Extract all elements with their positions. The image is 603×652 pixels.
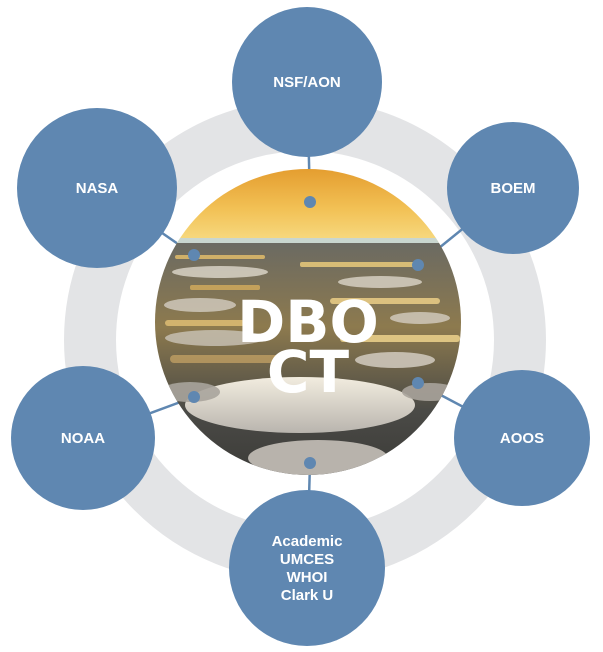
node-circle-boem bbox=[447, 122, 579, 254]
connector-dot-noaa bbox=[188, 391, 200, 403]
node-circle-nasa bbox=[17, 108, 177, 268]
node-circle-noaa bbox=[11, 366, 155, 510]
node-noaa: NOAA bbox=[11, 366, 155, 510]
node-nasa: NASA bbox=[17, 108, 177, 268]
node-circle-nsf-aon bbox=[232, 7, 382, 157]
center-title-line2: CT bbox=[267, 338, 350, 406]
node-label-nasa-0: NASA bbox=[76, 180, 119, 197]
node-nsf-aon: NSF/AON bbox=[232, 7, 382, 157]
node-label-boem-0: BOEM bbox=[491, 180, 536, 197]
node-boem: BOEM bbox=[447, 122, 579, 254]
node-label-academic-3: Clark U bbox=[281, 587, 334, 604]
node-label-noaa-0: NOAA bbox=[61, 430, 105, 447]
connector-dot-nasa bbox=[188, 249, 200, 261]
node-label-nsf-aon-0: NSF/AON bbox=[273, 74, 341, 91]
node-aoos: AOOS bbox=[454, 370, 590, 506]
node-label-aoos-0: AOOS bbox=[500, 430, 544, 447]
node-circle-academic bbox=[229, 490, 385, 646]
connector-dot-aoos bbox=[412, 377, 424, 389]
node-label-academic-0: Academic bbox=[272, 533, 343, 550]
node-label-academic-2: WHOI bbox=[287, 569, 328, 586]
connector-dot-academic bbox=[304, 457, 316, 469]
connector-dot-boem bbox=[412, 259, 424, 271]
connector-dot-nsf-aon bbox=[304, 196, 316, 208]
node-circle-aoos bbox=[454, 370, 590, 506]
center-title-line1: DBO bbox=[237, 288, 379, 356]
node-label-academic-1: UMCES bbox=[280, 551, 334, 568]
